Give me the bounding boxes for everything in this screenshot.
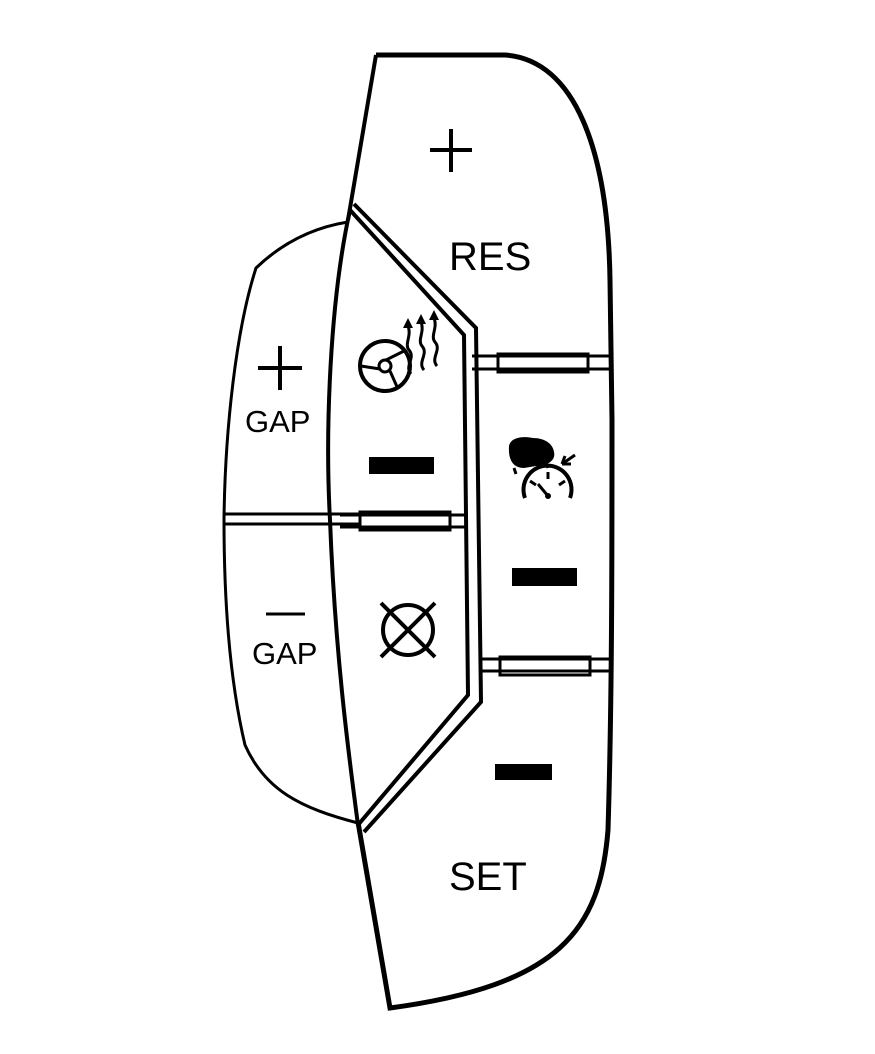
res-label: RES <box>449 235 531 279</box>
minus-bar-icon <box>495 764 552 780</box>
heated-steering-wheel-icon <box>358 310 439 393</box>
gap-minus-label: GAP <box>252 636 317 671</box>
gap-plus-button[interactable]: GAP <box>245 346 310 439</box>
gap-plus-label: GAP <box>245 404 310 439</box>
gap-minus-button[interactable]: GAP <box>252 612 317 671</box>
set-minus-button[interactable]: SET <box>449 764 552 899</box>
cruise-cancel-button[interactable] <box>379 601 437 659</box>
heated-wheel-button[interactable] <box>358 310 439 474</box>
separator-right-upper <box>472 352 612 374</box>
minus-bar-icon <box>369 457 434 474</box>
adaptive-cruise-speedometer-icon <box>508 437 576 499</box>
adaptive-cruise-button[interactable] <box>508 437 577 586</box>
plus-icon <box>430 129 472 172</box>
set-label: SET <box>449 855 527 899</box>
minus-bar-icon <box>512 568 577 586</box>
middle-column-outline <box>326 209 360 826</box>
res-plus-button[interactable]: RES <box>430 129 531 279</box>
middle-column-inner-rail <box>348 208 471 827</box>
plus-icon <box>258 346 302 390</box>
right-pad-left-edge <box>346 54 378 221</box>
left-gap-pad-outline <box>222 220 359 825</box>
cancel-x-circle-icon <box>379 601 437 659</box>
middle-column-outer-rail <box>352 202 484 834</box>
separator-middle <box>340 510 465 532</box>
separator-right-lower <box>480 655 612 677</box>
right-control-pad-outline <box>355 52 615 1011</box>
